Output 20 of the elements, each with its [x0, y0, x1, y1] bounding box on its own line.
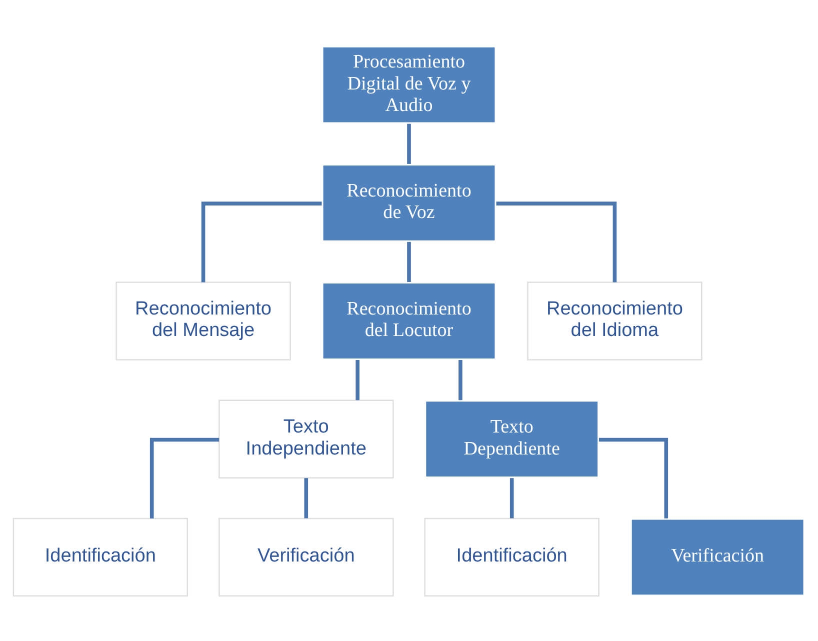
node-box: Reconocimiento del Mensaje: [116, 281, 291, 360]
node-box: Identificación: [424, 517, 600, 596]
node-box: Identificación: [12, 517, 188, 596]
node-box: Reconocimiento del Idioma: [527, 281, 702, 360]
connector: [407, 241, 411, 282]
connector: [496, 201, 617, 282]
node-box: Verificación: [629, 516, 806, 597]
node-box: Texto Dependiente: [424, 398, 600, 479]
connector: [150, 437, 220, 518]
node-box: Texto Independiente: [218, 399, 394, 478]
connector: [356, 360, 360, 400]
node-box: Procesamiento Digital de Voz y Audio: [320, 44, 498, 124]
connector: [304, 478, 308, 518]
connector: [510, 478, 514, 518]
connector: [598, 437, 668, 518]
node-box: Reconocimiento del Locutor: [320, 280, 498, 360]
connector: [201, 201, 322, 282]
connector: [458, 360, 462, 400]
node-box: Verificación: [218, 517, 394, 596]
connector: [407, 123, 411, 164]
